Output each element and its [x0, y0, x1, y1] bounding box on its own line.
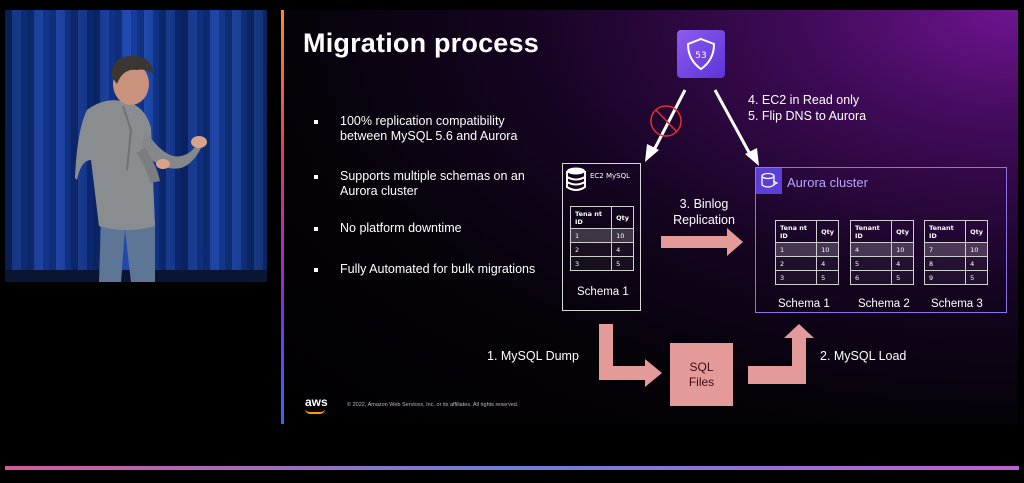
- sql-files-line: SQL: [689, 359, 714, 374]
- table-header: Tena nt ID: [569, 206, 613, 229]
- dump-label: 1. MySQL Dump: [487, 349, 579, 363]
- table-cell: 6: [849, 270, 893, 285]
- table-cell: 5: [891, 270, 914, 285]
- table-cell: 10: [816, 242, 839, 257]
- dns-arrowhead-ec2: [645, 144, 659, 162]
- aurora-cluster-icon: [756, 168, 782, 194]
- table-header: Qty: [611, 206, 634, 229]
- bullet-item: No platform downtime: [311, 221, 551, 236]
- table-cell: 3: [569, 256, 613, 271]
- video-progress-bar: [5, 466, 1019, 470]
- table-cell: 10: [611, 228, 634, 243]
- table-cell: 9: [923, 270, 967, 285]
- table-cell: 7: [923, 242, 967, 257]
- table-cell: 10: [965, 242, 988, 257]
- aurora-schema-label: Schema 2: [858, 298, 910, 310]
- load-arrow: [748, 324, 814, 384]
- table-header: Tenant ID: [849, 220, 893, 243]
- aws-logo: aws: [305, 395, 328, 409]
- slide-title: Migration process: [303, 28, 539, 58]
- slide-accent-edge: [281, 10, 284, 424]
- diagram-arrows: [599, 89, 814, 387]
- load-label: 2. MySQL Load: [820, 349, 907, 363]
- table-header: Qty: [891, 220, 914, 243]
- route53-shield-icon: 53: [677, 30, 725, 78]
- table-cell: 3: [774, 270, 818, 285]
- binlog-arrow: [661, 228, 743, 256]
- route53-icon-text: 53: [695, 51, 706, 61]
- table-cell: 4: [965, 256, 988, 271]
- table-header: Tenant ID: [923, 220, 967, 243]
- table-header: Qty: [816, 220, 839, 243]
- table-header: Tena nt ID: [774, 220, 818, 243]
- presentation-slide: Migration process 100% replication compa…: [281, 10, 1018, 424]
- dump-arrow: [599, 324, 662, 387]
- table-header: Qty: [965, 220, 988, 243]
- bullet-list: 100% replication compatibility between M…: [311, 114, 551, 277]
- dns-step-label: 4. EC2 in Read only: [748, 93, 860, 107]
- sql-files-box: SQL Files: [670, 343, 733, 406]
- table-cell: 5: [849, 256, 893, 271]
- aurora-header: Aurora cluster: [787, 175, 868, 190]
- blocked-icon: [650, 105, 682, 137]
- table-cell: 5: [611, 256, 634, 271]
- dns-steps: 4. EC2 in Read only 5. Flip DNS to Auror…: [748, 92, 866, 124]
- binlog-label-line: Replication: [673, 213, 735, 227]
- binlog-label-line: 3. Binlog: [679, 197, 729, 211]
- table-cell: 4: [611, 242, 634, 257]
- table-cell: 2: [569, 242, 613, 257]
- table-cell: 5: [816, 270, 839, 285]
- dns-step-label: 5. Flip DNS to Aurora: [748, 109, 867, 123]
- binlog-label: 3. Binlog Replication: [659, 196, 749, 228]
- bullet-item: 100% replication compatibility between M…: [311, 114, 551, 144]
- database-icon: [566, 167, 586, 191]
- dns-arrow-to-ec2: [651, 89, 687, 153]
- table-cell: 8: [923, 256, 967, 271]
- sql-files-line: Files: [688, 374, 715, 389]
- table-cell: 1: [569, 228, 613, 243]
- bullet-item: Fully Automated for bulk migrations: [311, 262, 551, 277]
- aurora-schema-label: Schema 1: [778, 298, 830, 310]
- table-cell: 4: [816, 256, 839, 271]
- table-cell: 10: [891, 242, 914, 257]
- speaker-figure: [75, 55, 207, 282]
- bullet-item: Supports multiple schemas on an Aurora c…: [311, 169, 551, 199]
- dns-arrowhead-aurora: [745, 148, 759, 166]
- ec2-header: EC2 MySQL: [590, 172, 631, 180]
- speaker-video: [5, 10, 267, 282]
- table-cell: 5: [965, 270, 988, 285]
- dns-arrow-to-aurora: [713, 89, 753, 157]
- table-cell: 4: [849, 242, 893, 257]
- table-cell: 4: [891, 256, 914, 271]
- aws-logo-smile: [305, 409, 325, 414]
- aurora-schema-label: Schema 3: [931, 298, 983, 310]
- ec2-schema-label: Schema 1: [577, 286, 629, 298]
- table-cell: 2: [774, 256, 818, 271]
- table-cell: 1: [774, 242, 818, 257]
- copyright-text: © 2022, Amazon Web Services, Inc. or its…: [347, 402, 519, 408]
